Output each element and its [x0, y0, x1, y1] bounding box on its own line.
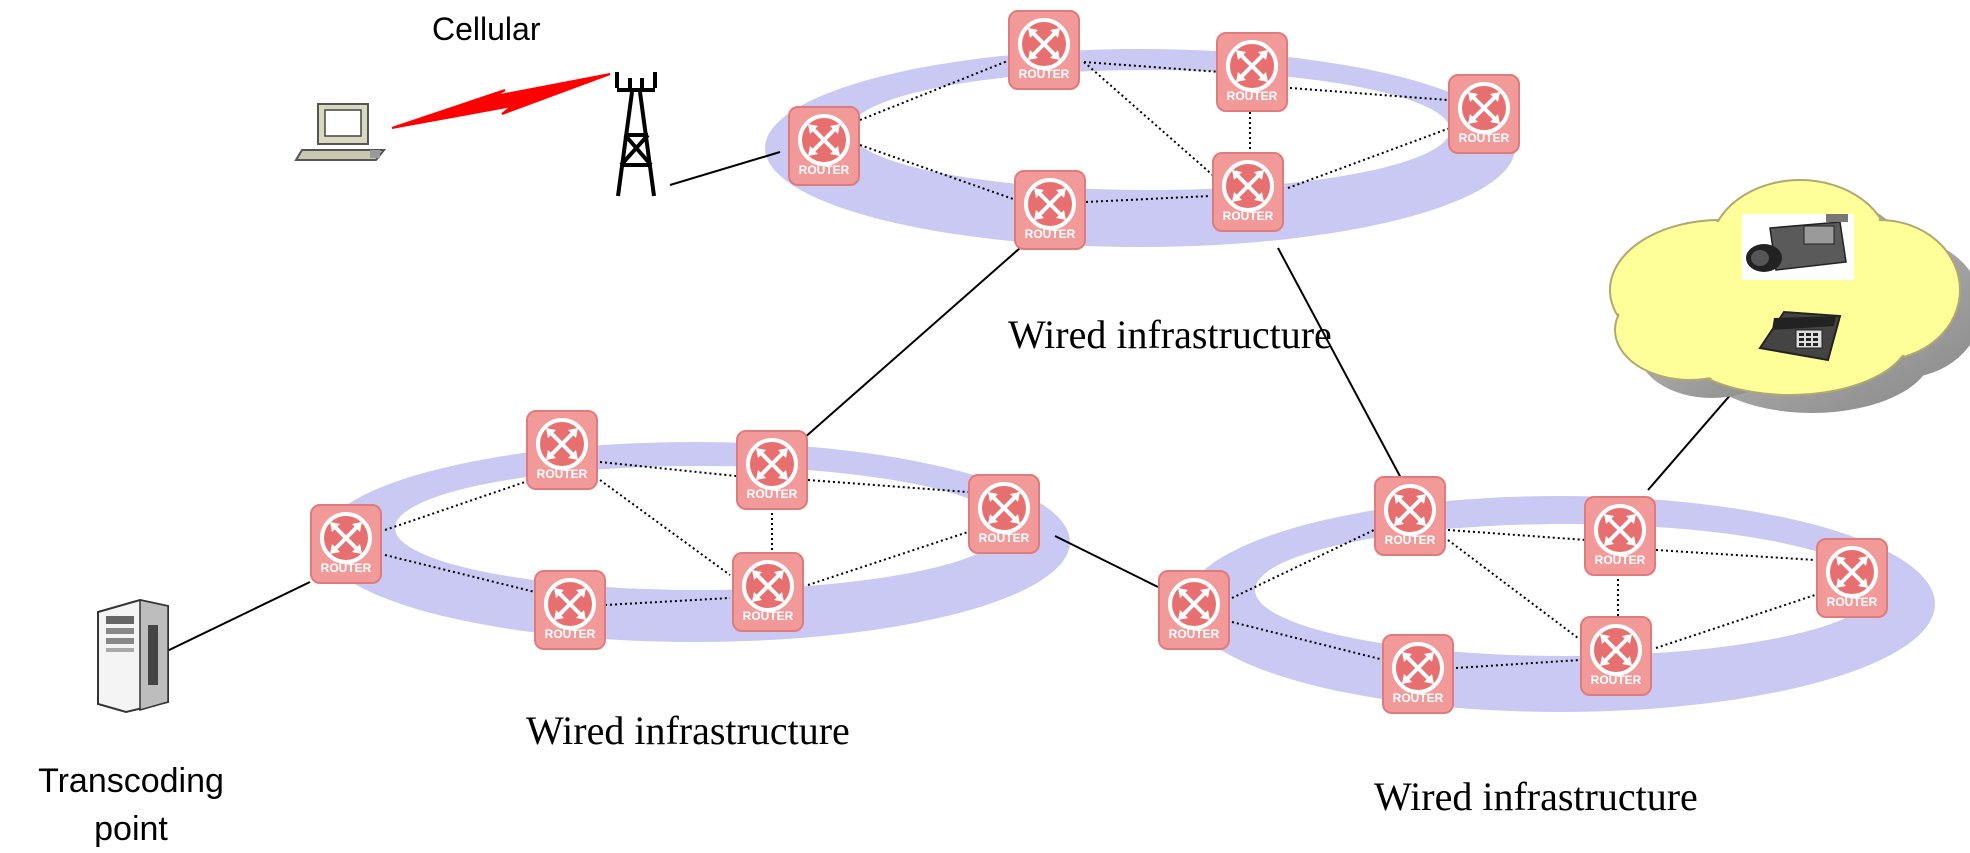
router-label: ROUTER	[1223, 209, 1274, 223]
router-left-5: ROUTER	[534, 570, 606, 650]
router-label: ROUTER	[1595, 553, 1646, 567]
server-icon	[97, 598, 169, 714]
router-left-3: ROUTER	[968, 474, 1040, 554]
router-label: ROUTER	[1385, 533, 1436, 547]
router-right-5: ROUTER	[1382, 634, 1454, 714]
link-router-server	[164, 581, 311, 653]
router-right-2: ROUTER	[1584, 496, 1656, 576]
routers: ROUTER ROUTER ROUTER ROUTER ROUTER ROUTE…	[310, 10, 1888, 714]
router-top-6: ROUTER	[1212, 152, 1284, 232]
router-top-5: ROUTER	[1014, 170, 1086, 250]
router-right-1: ROUTER	[1374, 476, 1446, 556]
router-label: ROUTER	[537, 467, 588, 481]
cellular-label: Cellular	[432, 11, 541, 47]
link-top-left	[769, 247, 1021, 469]
router-label: ROUTER	[545, 627, 596, 641]
router-top-1: ROUTER	[1008, 10, 1080, 90]
lightning-icon	[391, 73, 611, 129]
router-left-6: ROUTER	[732, 552, 804, 632]
transcoding-point-label-line1: Transcoding	[38, 762, 224, 800]
router-left-2: ROUTER	[736, 430, 808, 510]
router-label: ROUTER	[799, 163, 850, 177]
router-right-6: ROUTER	[1580, 616, 1652, 696]
telephone-icon	[1758, 310, 1842, 362]
router-label: ROUTER	[1393, 691, 1444, 705]
router-label: ROUTER	[1827, 595, 1878, 609]
camcorder-icon	[1742, 214, 1854, 280]
router-label: ROUTER	[743, 609, 794, 623]
link-tower-router	[669, 151, 781, 186]
router-top-2: ROUTER	[1216, 32, 1288, 112]
router-left-1: ROUTER	[526, 410, 598, 490]
cell-tower-icon	[615, 72, 657, 197]
router-right-3: ROUTER	[1816, 538, 1888, 618]
link-top-right	[1277, 247, 1403, 481]
router-left-4: ROUTER	[310, 504, 382, 584]
router-label: ROUTER	[1169, 627, 1220, 641]
router-top-4: ROUTER	[788, 106, 860, 186]
router-label: ROUTER	[1459, 131, 1510, 145]
wired-infrastructure-left-label: Wired infrastructure	[526, 708, 850, 753]
ring-left	[320, 442, 1070, 642]
router-label: ROUTER	[1591, 673, 1642, 687]
wired-infrastructure-right-label: Wired infrastructure	[1374, 774, 1698, 819]
router-right-4: ROUTER	[1158, 570, 1230, 650]
router-label: ROUTER	[321, 561, 372, 575]
transcoding-point-label-line2: point	[94, 810, 168, 848]
ring-top	[765, 49, 1515, 247]
router-top-3: ROUTER	[1448, 74, 1520, 154]
router-label: ROUTER	[1019, 67, 1070, 81]
router-label: ROUTER	[1227, 89, 1278, 103]
laptop-icon	[294, 103, 387, 161]
link-left-right	[1054, 535, 1159, 588]
router-label: ROUTER	[1025, 227, 1076, 241]
dotted-links	[384, 59, 1816, 669]
router-label: ROUTER	[747, 487, 798, 501]
wired-infrastructure-top-label: Wired infrastructure	[1008, 312, 1332, 357]
router-label: ROUTER	[979, 531, 1030, 545]
